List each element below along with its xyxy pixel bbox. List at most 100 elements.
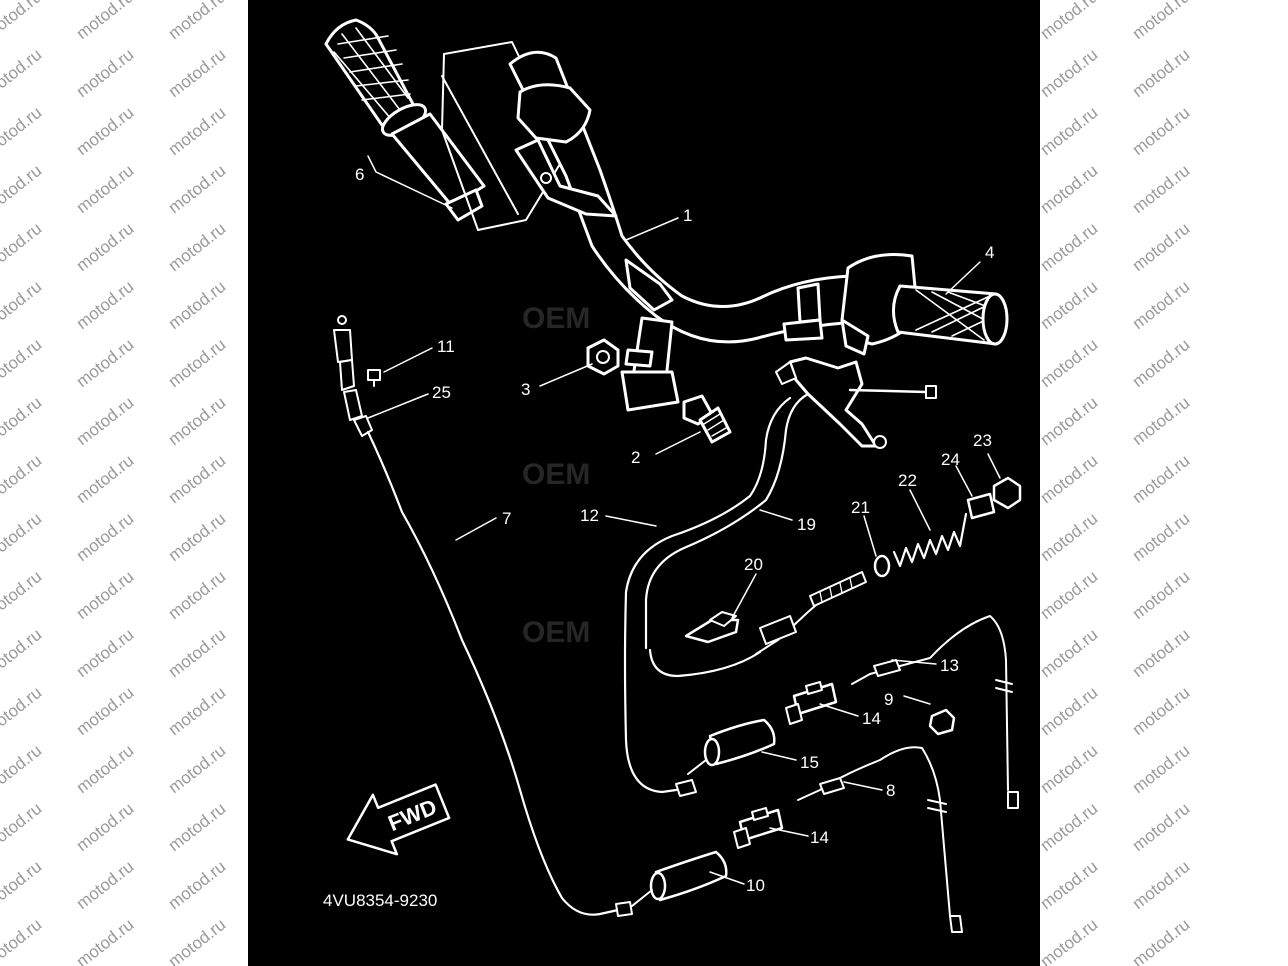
- watermark-text: motod.ru: [73, 277, 138, 333]
- watermark-text: motod.ru: [0, 857, 45, 913]
- callout-19: 19: [797, 515, 816, 534]
- watermark-text: motod.ru: [1037, 103, 1102, 159]
- oem-ghost-mark: OEM: [522, 302, 590, 335]
- watermark-text: motod.ru: [0, 741, 45, 797]
- watermark-text: motod.ru: [73, 45, 138, 101]
- callout-12: 12: [580, 506, 599, 525]
- watermark-text: motod.ru: [1129, 393, 1194, 449]
- watermark-text: motod.ru: [0, 45, 45, 101]
- watermark-text: motod.ru: [73, 509, 138, 565]
- callout-10: 10: [746, 876, 765, 895]
- diagram-panel: [248, 0, 1040, 966]
- watermark-text: motod.ru: [1037, 219, 1102, 275]
- callout-6: 6: [355, 165, 364, 184]
- watermark-text: motod.ru: [165, 277, 230, 333]
- watermark-text: motod.ru: [165, 219, 230, 275]
- callout-23: 23: [973, 431, 992, 450]
- left-grip-part: [324, 18, 567, 231]
- cables: [366, 392, 1019, 933]
- watermark-text: motod.ru: [0, 799, 45, 855]
- watermark-text: motod.ru: [1037, 625, 1102, 681]
- watermark-text: motod.ru: [73, 103, 138, 159]
- watermark-text: motod.ru: [165, 509, 230, 565]
- watermark-text: motod.ru: [0, 219, 45, 275]
- watermark-text: motod.ru: [1037, 683, 1102, 739]
- watermark-text: motod.ru: [1037, 161, 1102, 217]
- callout-24: 24: [941, 450, 960, 469]
- watermark-text: motod.ru: [1037, 567, 1102, 623]
- callout-7: 7: [502, 509, 511, 528]
- hardware-parts: [333, 315, 732, 444]
- callout-14-lower: 14: [810, 828, 829, 847]
- watermark-text: motod.ru: [73, 799, 138, 855]
- watermark-text: motod.ru: [1037, 277, 1102, 333]
- watermark-text: motod.ru: [73, 451, 138, 507]
- watermark-text: motod.ru: [165, 625, 230, 681]
- watermark-text: motod.ru: [1129, 915, 1194, 966]
- watermark-text: motod.ru: [1129, 335, 1194, 391]
- watermark-text: motod.ru: [73, 393, 138, 449]
- watermark-text: motod.ru: [165, 393, 230, 449]
- watermark-text: motod.ru: [1129, 0, 1194, 43]
- watermark-text: motod.ru: [165, 741, 230, 797]
- watermark-text: motod.ru: [1129, 451, 1194, 507]
- lever-adjuster-parts: [684, 476, 1022, 644]
- watermark-text: motod.ru: [1037, 915, 1102, 966]
- watermark-text: motod.ru: [73, 335, 138, 391]
- oem-ghost-marks: OEM OEM OEM: [522, 302, 590, 649]
- callout-13: 13: [940, 656, 959, 675]
- callout-9: 9: [884, 690, 893, 709]
- callout-labels: 6 1 4 11 25 3 2 12 19 7 21 22 24 23 20 1…: [355, 165, 994, 895]
- watermark-text: motod.ru: [1129, 567, 1194, 623]
- part-code: 4VU8354-9230: [323, 891, 437, 910]
- watermark-text: motod.ru: [1037, 799, 1102, 855]
- watermark-text: motod.ru: [0, 451, 45, 507]
- watermark-text: motod.ru: [0, 0, 45, 43]
- watermark-text: motod.ru: [0, 103, 45, 159]
- watermark-text: motod.ru: [1037, 393, 1102, 449]
- watermark-text: motod.ru: [1037, 741, 1102, 797]
- callout-2: 2: [631, 448, 640, 467]
- watermark-text: motod.ru: [1037, 509, 1102, 565]
- watermark-text: motod.ru: [0, 567, 45, 623]
- watermark-text: motod.ru: [0, 683, 45, 739]
- cable-connector-parts: [631, 681, 956, 907]
- watermark-text: motod.ru: [165, 335, 230, 391]
- watermark-text: motod.ru: [0, 161, 45, 217]
- callout-21: 21: [851, 498, 870, 517]
- watermark-text: motod.ru: [0, 393, 45, 449]
- watermark-text: motod.ru: [1129, 277, 1194, 333]
- watermark-text: motod.ru: [1129, 45, 1194, 101]
- watermark-text: motod.ru: [73, 0, 138, 43]
- watermark-text: motod.ru: [73, 857, 138, 913]
- watermark-text: motod.ru: [165, 161, 230, 217]
- leader-lines: [367, 155, 1001, 885]
- watermark-text: motod.ru: [165, 683, 230, 739]
- watermark-text: motod.ru: [0, 625, 45, 681]
- oem-ghost-mark: OEM: [522, 458, 590, 491]
- watermark-text: motod.ru: [1037, 0, 1102, 43]
- watermark-text: motod.ru: [0, 335, 45, 391]
- watermark-text: motod.ru: [73, 625, 138, 681]
- watermark-text: motod.ru: [165, 799, 230, 855]
- watermark-text: motod.ru: [1129, 741, 1194, 797]
- watermark-text: motod.ru: [1129, 219, 1194, 275]
- watermark-text: motod.ru: [0, 915, 45, 966]
- watermark-text: motod.ru: [165, 857, 230, 913]
- watermark-text: motod.ru: [165, 567, 230, 623]
- callout-22: 22: [898, 471, 917, 490]
- watermark-text: motod.ru: [1129, 103, 1194, 159]
- callout-14-upper: 14: [862, 709, 881, 728]
- watermark-text: motod.ru: [1129, 161, 1194, 217]
- callout-15: 15: [800, 753, 819, 772]
- watermark-text: motod.ru: [1129, 683, 1194, 739]
- callout-11: 11: [437, 337, 455, 356]
- callout-4: 4: [985, 243, 994, 262]
- watermark-text: motod.ru: [1129, 625, 1194, 681]
- watermark-text: motod.ru: [73, 741, 138, 797]
- watermark-text: motod.ru: [1129, 509, 1194, 565]
- handlebar-part: [508, 50, 858, 412]
- watermark-text: motod.ru: [1037, 451, 1102, 507]
